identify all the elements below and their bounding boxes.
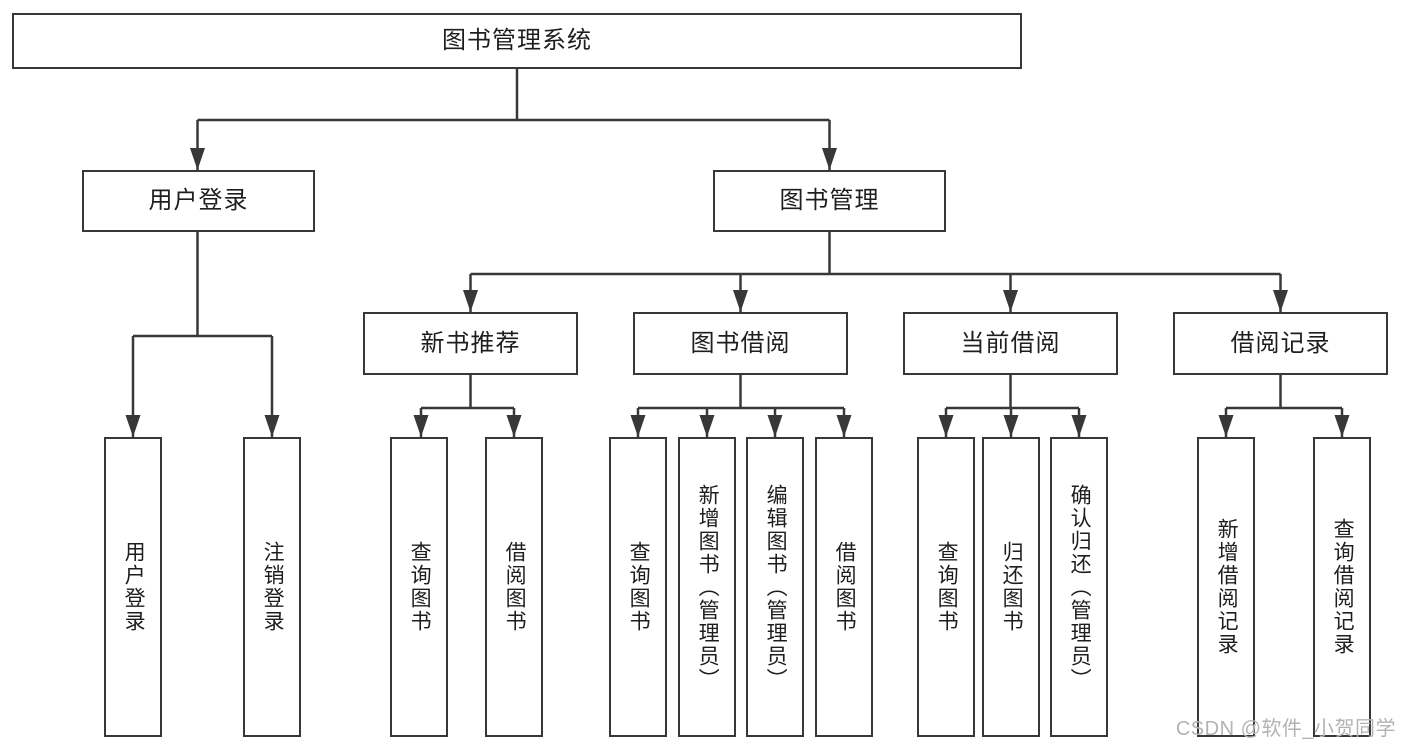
node-leaf-search-borrow-record: 查询借阅记录	[1313, 437, 1371, 737]
tree-edges	[131, 69, 1344, 437]
node-library-management-system: 图书管理系统	[12, 13, 1022, 69]
node-leaf-edit-books-admin: 编辑图书（管理员）	[746, 437, 804, 737]
node-borrowing-records: 借阅记录	[1173, 312, 1388, 375]
watermark: CSDN @软件_小贺同学	[1175, 718, 1396, 740]
node-book-borrowing: 图书借阅	[633, 312, 848, 375]
node-leaf-confirm-return-admin: 确认归还（管理员）	[1050, 437, 1108, 737]
node-leaf-borrow-books-recommend: 借阅图书	[485, 437, 543, 737]
node-leaf-user-login: 用户登录	[104, 437, 162, 737]
node-leaf-add-borrow-record: 新增借阅记录	[1197, 437, 1255, 737]
node-new-book-recommendation: 新书推荐	[363, 312, 578, 375]
node-leaf-return-books: 归还图书	[982, 437, 1040, 737]
node-leaf-search-books-recommend: 查询图书	[390, 437, 448, 737]
node-leaf-logout: 注销登录	[243, 437, 301, 737]
arrowheads	[125, 148, 1350, 437]
node-leaf-search-books-current: 查询图书	[917, 437, 975, 737]
node-leaf-borrow-books: 借阅图书	[815, 437, 873, 737]
node-current-borrowing: 当前借阅	[903, 312, 1118, 375]
node-leaf-search-books-borrowing: 查询图书	[609, 437, 667, 737]
node-user-login: 用户登录	[82, 170, 315, 232]
node-leaf-add-books-admin: 新增图书（管理员）	[678, 437, 736, 737]
node-book-management: 图书管理	[713, 170, 946, 232]
